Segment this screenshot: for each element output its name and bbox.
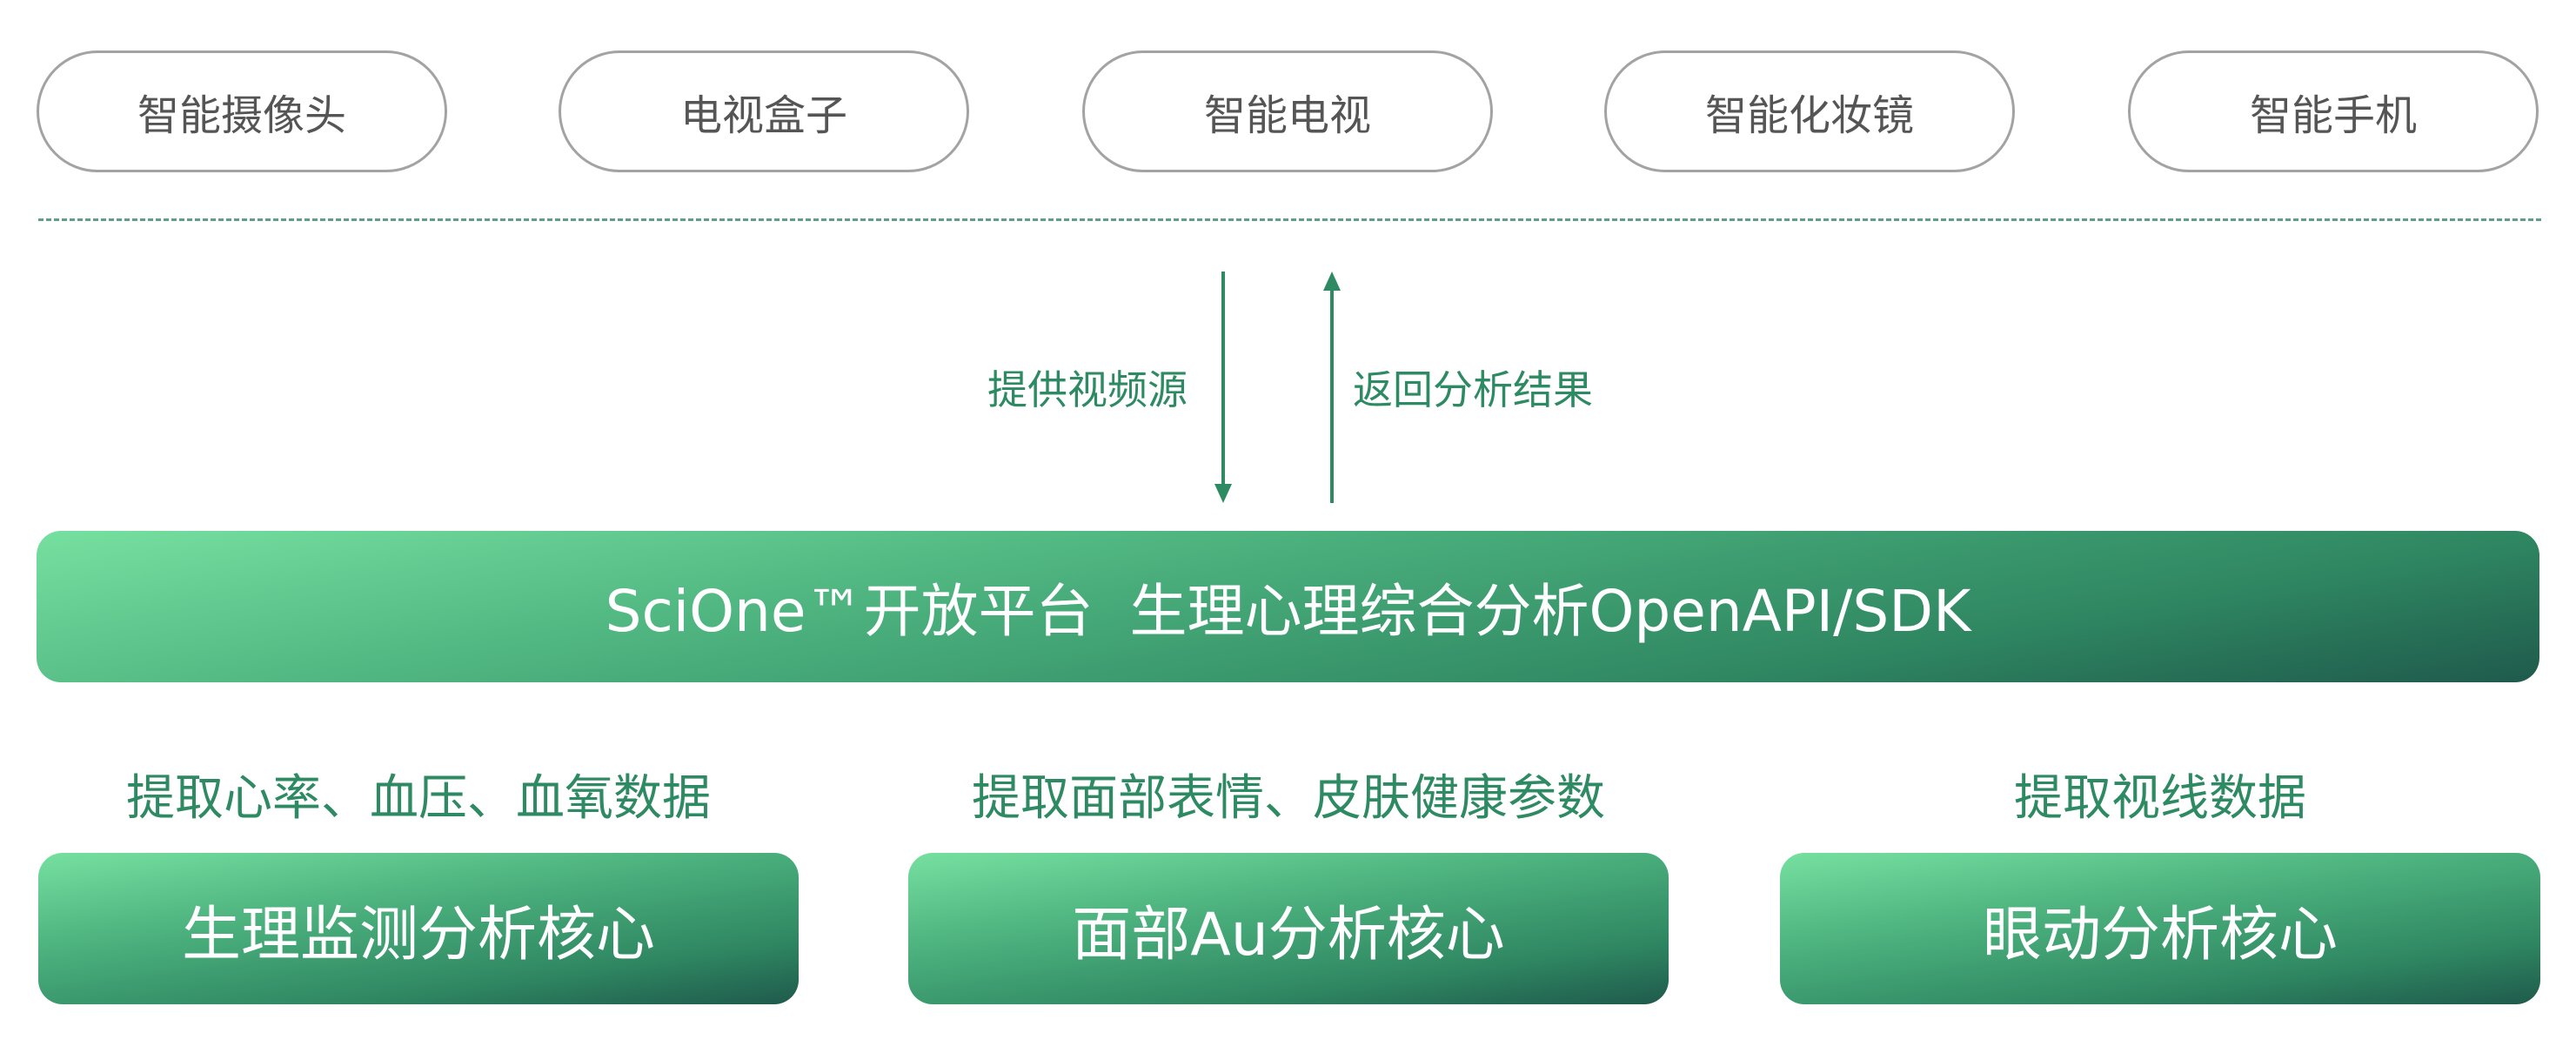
core-box-facial-au: 面部Au分析核心	[908, 853, 1669, 1004]
platform-label: SciOne™开放平台 生理心理综合分析OpenAPI/SDK	[605, 578, 1971, 645]
core-box-physiological: 生理监测分析核心	[38, 853, 799, 1004]
device-pill-smartphone: 智能手机	[2128, 50, 2539, 172]
core-label: 眼动分析核心	[1982, 900, 2338, 969]
dashed-divider	[38, 218, 2541, 221]
provide-video-source-label: 提供视频源	[987, 366, 1188, 413]
up-arrow-icon	[1323, 272, 1341, 503]
device-label: 智能手机	[2249, 91, 2417, 140]
device-pill-tv-box: 电视盒子	[559, 50, 969, 172]
device-label: 智能摄像头	[137, 91, 346, 140]
device-pill-smart-tv: 智能电视	[1082, 50, 1493, 172]
down-arrow-icon	[1214, 272, 1232, 503]
device-label: 电视盒子	[679, 91, 847, 140]
return-analysis-result-label: 返回分析结果	[1353, 366, 1593, 413]
core-label: 面部Au分析核心	[1072, 900, 1505, 969]
device-label: 智能化妆镜	[1704, 91, 1914, 140]
device-pill-smart-mirror: 智能化妆镜	[1604, 50, 2015, 172]
device-pill-smart-camera: 智能摄像头	[37, 50, 447, 172]
core-caption-eye-tracking: 提取视线数据	[2014, 770, 2306, 827]
platform-bar: SciOne™开放平台 生理心理综合分析OpenAPI/SDK	[37, 531, 2539, 682]
core-box-eye-tracking: 眼动分析核心	[1780, 853, 2540, 1004]
core-caption-facial-au: 提取面部表情、皮肤健康参数	[972, 770, 1605, 827]
device-label: 智能电视	[1203, 91, 1371, 140]
core-caption-physiological: 提取心率、血压、血氧数据	[126, 770, 711, 827]
core-label: 生理监测分析核心	[181, 900, 655, 969]
